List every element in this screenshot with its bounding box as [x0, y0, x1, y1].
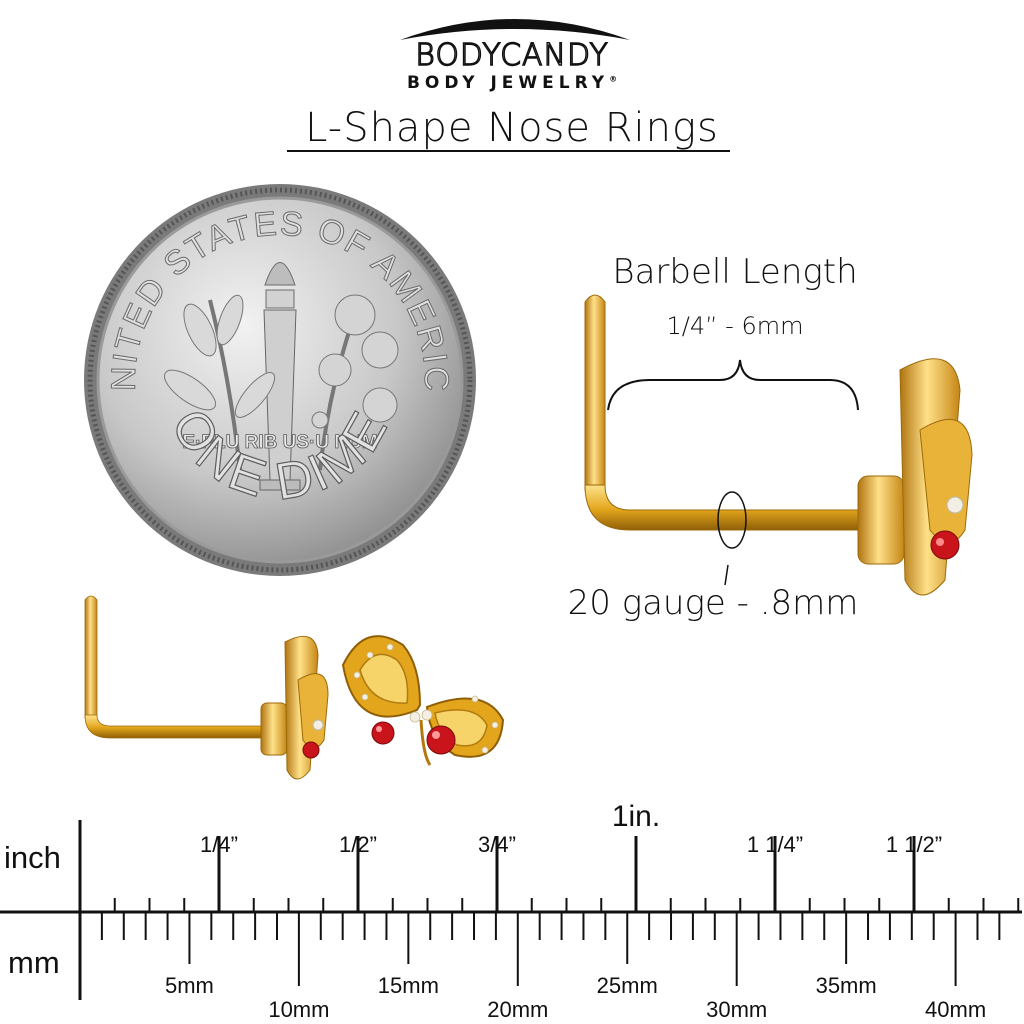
title-underline [287, 150, 730, 152]
inch-label: 1 1/4” [747, 832, 803, 857]
mm-label: 10mm [268, 997, 329, 1022]
brand-subtitle-text: BODY JEWELRY [406, 73, 610, 93]
mm-label: 20mm [487, 997, 548, 1022]
gauge-label: 20 gauge - .8mm [567, 583, 859, 623]
large-nose-ring-image [584, 294, 973, 596]
mm-label: 15mm [378, 973, 439, 998]
ruler-mm-labels: 5mm 10mm 15mm 20mm 25mm 30mm 35mm 40mm [165, 973, 986, 1022]
butterfly-front-image [341, 635, 505, 766]
dime-coin-image: UNITED STATES OF AMERICA E·PLU RIB US·U … [80, 180, 476, 576]
mm-label: 35mm [816, 973, 877, 998]
brand-arc-logo [400, 19, 630, 40]
ruler-inch-unit: inch [4, 840, 61, 875]
ruler-ticks [0, 820, 1022, 1000]
ruler-mm-unit: mm [8, 945, 60, 980]
inch-label: 1/4” [200, 832, 238, 857]
small-nose-ring-side-image [84, 595, 329, 780]
registered-mark: ® [609, 74, 618, 84]
brand-subtitle: BODY JEWELRY® [0, 73, 1024, 93]
ruler-inch-labels: 1/4” 1/2” 3/4” 1in. 1 1/4” 1 1/2” [200, 800, 942, 857]
mm-label: 40mm [925, 997, 986, 1022]
inch-label: 1in. [612, 800, 660, 833]
inch-label: 1/2” [339, 832, 377, 857]
page-title: L-Shape Nose Rings [305, 105, 719, 151]
inch-label: 1 1/2” [886, 832, 942, 857]
mm-label: 5mm [165, 973, 214, 998]
measurement-ruler: inch mm 1/4” 1/2” 3/4” 1in. 1 1/4” 1 1/2” 5mm… [0, 800, 1022, 1022]
mm-label: 25mm [597, 973, 658, 998]
barbell-length-value: 1/4” - 6mm [666, 312, 804, 340]
coin-motto: E·PLU RIB US·U NUM [182, 432, 377, 453]
barbell-length-label: Barbell Length [612, 252, 858, 292]
mm-label: 30mm [706, 997, 767, 1022]
inch-label: 3/4” [478, 832, 516, 857]
brand-name: BODYCANDY [415, 37, 609, 73]
